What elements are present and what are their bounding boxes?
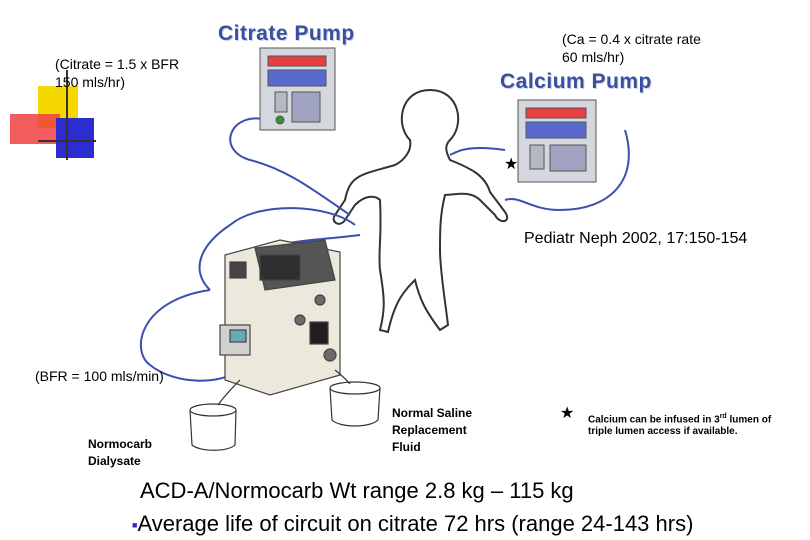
citrate-line xyxy=(229,117,351,216)
calcium-pump-title: Calcium Pump xyxy=(500,70,652,93)
calcium-pump-device xyxy=(517,99,597,183)
bfr-loop xyxy=(139,289,241,382)
bullet-circuit-life: ■Average life of circuit on citrate 72 h… xyxy=(132,511,693,538)
calcium-line xyxy=(449,129,630,212)
replacement-label: Normal Saline Replacement Fluid xyxy=(392,406,473,454)
citrate-pump-title: Citrate Pump xyxy=(218,22,355,45)
citrate-formula: (Citrate = 1.5 x BFR 150 mls/hr) xyxy=(55,56,180,90)
calcium-note-text-a: Calcium can be infused in 3 xyxy=(588,414,720,426)
citrate-pump-device xyxy=(259,47,336,131)
dialysate-label: Normocarb Dialysate xyxy=(88,437,153,468)
access-star-icon: ★ xyxy=(504,156,518,173)
calcium-note-superscript: rd xyxy=(719,413,727,420)
bullet-circuit-life-text: Average life of circuit on citrate 72 hr… xyxy=(137,511,694,536)
bullet-marker-icon: ■ xyxy=(132,520,138,531)
corner-logo xyxy=(10,70,100,165)
access-line-outer xyxy=(198,207,356,291)
bullet-weight-range: ACD-A/Normocarb Wt range 2.8 kg – 115 kg xyxy=(140,478,574,503)
reference-citation: Pediatr Neph 2002, 17:150-154 xyxy=(524,230,748,247)
dialysis-machine xyxy=(219,239,341,396)
calcium-note-star-icon: ★ xyxy=(560,405,575,422)
calcium-formula: (Ca = 0.4 x citrate rate 60 mls/hr) xyxy=(562,31,701,65)
replacement-bucket xyxy=(329,369,381,427)
dialysate-bucket xyxy=(189,379,241,451)
calcium-note-text-b: lumen of triple lumen access if availabl… xyxy=(588,414,772,438)
patient-figure xyxy=(332,88,509,334)
bfr-label: (BFR = 100 mls/min) xyxy=(35,368,164,384)
calcium-note: Calcium can be infused in 3rd lumen of t… xyxy=(588,411,778,438)
